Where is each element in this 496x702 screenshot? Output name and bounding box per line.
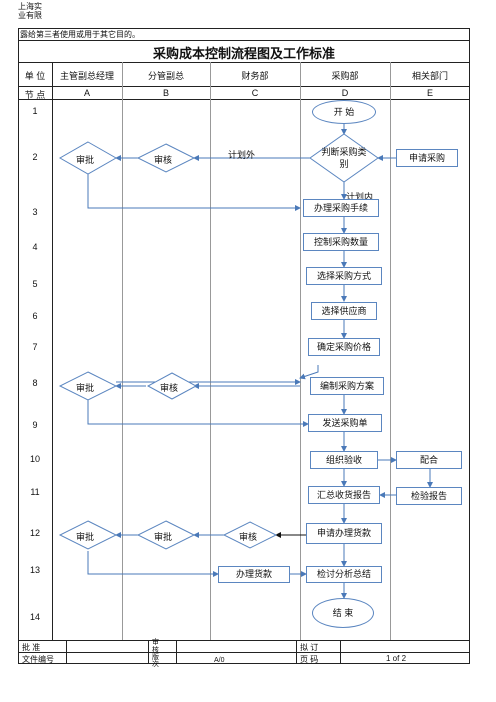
draft-label: 拟 订 (300, 643, 319, 652)
review-node-b1: 审核 (154, 155, 173, 165)
compile-plan: 编制采购方案 (310, 377, 384, 395)
column-header-c: 财务部 (241, 71, 269, 81)
page-label: 页 码 (300, 655, 319, 664)
node-number: 12 (29, 528, 40, 538)
version-label-2: 次 (152, 661, 159, 668)
review-summary: 检讨分析总结 (306, 566, 382, 583)
connector (87, 551, 219, 577)
organize-acceptance: 组织验收 (310, 451, 378, 469)
lane-divider (210, 62, 211, 640)
lane-divider (390, 62, 391, 640)
node-number: 7 (32, 342, 38, 352)
node-number: 5 (32, 279, 38, 289)
node-number: 6 (32, 311, 38, 321)
end-node: 结 束 (312, 598, 374, 628)
node-number: 11 (30, 487, 40, 497)
column-letter-e: E (426, 88, 434, 98)
approve-node-b3: 审批 (154, 532, 173, 542)
choose-method: 选择采购方式 (306, 267, 382, 285)
divider (18, 86, 470, 87)
control-quantity: 控制采购数量 (303, 233, 379, 251)
review-label-1: 审 (152, 639, 159, 646)
decision-diamond (136, 143, 196, 173)
choose-supplier: 选择供应商 (311, 302, 377, 320)
review-node-c3: 审核 (239, 532, 258, 542)
divider (18, 62, 470, 63)
footer-divider (66, 640, 67, 664)
node-number: 8 (32, 378, 38, 388)
node-number: 14 (29, 612, 40, 622)
divider (18, 652, 470, 653)
decision-diamond (222, 521, 278, 549)
company-name-line1: 上海实 (18, 2, 42, 11)
node-header: 节 点 (24, 90, 46, 100)
decision-diamond (309, 133, 379, 183)
column-letter-b: B (162, 88, 170, 98)
inspection-report: 检验报告 (396, 487, 462, 505)
cooperate: 配合 (396, 451, 462, 469)
column-letter-d: D (341, 88, 349, 98)
decision-diamond (136, 520, 196, 550)
footer-divider (296, 640, 297, 664)
decision-diamond (58, 520, 118, 550)
label-in-plan: 计划内 (346, 192, 374, 202)
connector (87, 174, 301, 211)
footer-divider (148, 640, 149, 664)
node-number: 10 (29, 454, 40, 464)
handle-payment: 办理货款 (218, 566, 290, 583)
connector (87, 396, 309, 427)
approve-node-a1: 审批 (76, 155, 95, 165)
review-node-b2: 审核 (160, 383, 179, 393)
approve-node-a2: 审批 (76, 383, 95, 393)
node-number: 2 (32, 152, 38, 162)
connector (299, 365, 319, 380)
column-header-e: 相关部门 (411, 71, 449, 81)
summarize-report: 汇总收货报告 (308, 486, 380, 504)
doc-number-label: 文件编号 (22, 655, 54, 664)
column-header-d: 采购部 (331, 71, 359, 81)
footer-divider (340, 640, 341, 664)
company-name-line2: 业有限 (18, 11, 42, 20)
node-number: 13 (29, 565, 40, 575)
page-number: 1 of 2 (386, 654, 407, 663)
request-purchase: 申请采购 (396, 149, 458, 167)
divider (18, 640, 470, 641)
footer-divider (176, 640, 177, 664)
node-number: 4 (32, 242, 38, 252)
version-label-1: 版 (152, 654, 159, 661)
divider (18, 40, 470, 41)
approve-node-a3: 审批 (76, 532, 95, 542)
decision-diamond (58, 141, 118, 175)
handle-procedures: 办理采购手续 (303, 199, 379, 217)
send-order: 发送采购单 (308, 414, 382, 432)
decision-diamond (58, 371, 118, 401)
start-node: 开 始 (312, 100, 376, 124)
approve-label: 批 准 (22, 643, 41, 652)
column-header-a: 主管副总经理 (59, 71, 115, 81)
node-number: 1 (32, 106, 38, 116)
column-header-b: 分管副总 (147, 71, 185, 81)
confidentiality-notice: 露给第三者使用或用于其它目的。 (20, 30, 140, 39)
version-value: A/0 (214, 657, 225, 664)
page-title: 采购成本控制流程图及工作标准 (152, 46, 335, 61)
review-label-2: 核 (152, 647, 159, 654)
column-letter-a: A (83, 88, 91, 98)
label-outside-plan: 计划外 (228, 150, 256, 160)
unit-header: 单 位 (24, 71, 46, 81)
company-name: 上海实 业有限 (18, 2, 42, 20)
decision-purchase-type: 判断采购类别 (321, 147, 367, 169)
decision-diamond (146, 372, 198, 400)
column-letter-c: C (251, 88, 259, 98)
lane-divider (52, 62, 53, 640)
apply-payment: 申请办理货款 (306, 523, 382, 544)
node-number: 9 (32, 420, 38, 430)
determine-price: 确定采购价格 (308, 338, 380, 356)
divider (18, 99, 470, 100)
node-number: 3 (32, 207, 38, 217)
lane-divider (122, 62, 123, 640)
document-frame (18, 28, 470, 664)
lane-divider (300, 62, 301, 640)
